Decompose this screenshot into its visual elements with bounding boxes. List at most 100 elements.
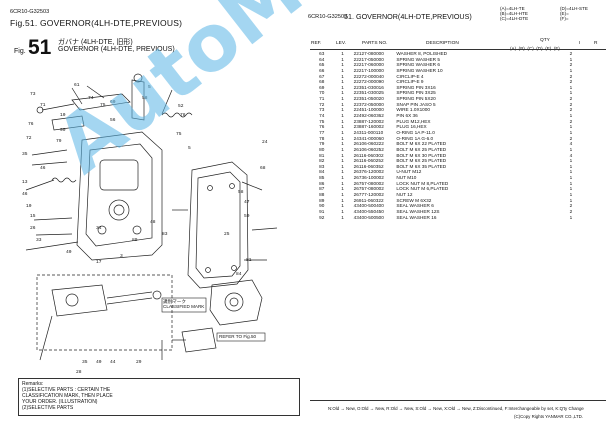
model-code: (E)= bbox=[560, 11, 569, 16]
cell-lev: 1 bbox=[341, 129, 344, 135]
cell-pno: 26106-060252 bbox=[353, 146, 384, 152]
cell-pno: 23887-120002 bbox=[353, 118, 384, 124]
cell-ref: 71 bbox=[319, 96, 325, 102]
callout-label: 15 bbox=[30, 214, 36, 219]
remarks-box: Remarks: (1)SELECTIVE PARTS : CERTAIN TH… bbox=[18, 378, 300, 416]
cell-lev: 1 bbox=[341, 73, 344, 79]
remarks-line: YOUR ORDER. (ILLUSTRATION) bbox=[22, 399, 98, 405]
cell-qty: 2 bbox=[569, 203, 573, 209]
cell-pno: 23887-160002 bbox=[353, 124, 384, 130]
callout-label: 78 bbox=[180, 113, 186, 118]
cell-qty: 2 bbox=[569, 96, 573, 102]
cell-qty: 1 bbox=[569, 175, 573, 181]
cell-desc: O-RING 1A P-11.0 bbox=[396, 129, 435, 135]
callout-label: 10 bbox=[60, 113, 66, 118]
callout-label: 61 bbox=[74, 83, 80, 88]
callout-label: 56 bbox=[110, 118, 116, 123]
cell-desc: SEAL WASHER 16 bbox=[396, 214, 437, 220]
cell-pno: 26736-100002 bbox=[353, 175, 384, 181]
cell-ref: 75 bbox=[319, 118, 325, 124]
col-header-r: R bbox=[594, 41, 598, 46]
cell-pno: 24311-000110 bbox=[353, 129, 384, 135]
cell-lev: 1 bbox=[341, 180, 344, 186]
cell-ref: 86 bbox=[319, 180, 325, 186]
cell-pno: 22272-000040 bbox=[353, 73, 384, 79]
cell-desc: SEAL WASHER 6 bbox=[396, 203, 434, 209]
cell-pno: 26911-060322 bbox=[353, 197, 384, 203]
cell-qty: 1 bbox=[569, 113, 573, 119]
cell-qty: 2 bbox=[569, 208, 573, 214]
table-bottom-divider bbox=[310, 400, 606, 401]
cell-pno: 22451-100000 bbox=[353, 107, 384, 113]
cell-desc: SPRING PIN 3X25 bbox=[396, 90, 436, 96]
cell-lev: 1 bbox=[341, 152, 344, 158]
cell-ref: 69 bbox=[319, 84, 325, 90]
callout-label: 71 bbox=[40, 103, 46, 108]
cell-ref: 80 bbox=[319, 146, 325, 152]
cell-desc: CIRCLIP-E 9 bbox=[396, 79, 424, 85]
copyright: (C)Copy Rights YANMAR CO.,LTD. bbox=[514, 414, 584, 419]
callout-label: 34 bbox=[96, 226, 102, 231]
cell-pno: 26777-120002 bbox=[353, 192, 384, 198]
callout-label: 72 bbox=[26, 136, 32, 141]
callout-label: 5 bbox=[188, 146, 191, 151]
cell-pno: 26116-060302 bbox=[353, 152, 384, 158]
col-header-lev: LEV. bbox=[336, 41, 346, 46]
cell-lev: 1 bbox=[341, 56, 344, 62]
cell-lev: 1 bbox=[341, 146, 344, 152]
cell-lev: 1 bbox=[341, 192, 344, 198]
col-header-description: DESCRIPTION bbox=[426, 41, 459, 46]
callout-label: 60 bbox=[110, 100, 116, 105]
cell-pno: 26106-060222 bbox=[353, 141, 384, 147]
cell-lev: 1 bbox=[341, 67, 344, 73]
cell-qty: 1 bbox=[569, 84, 573, 90]
callout-label: 52 bbox=[178, 104, 184, 109]
cell-remarks bbox=[578, 215, 606, 221]
cell-pno: 22351-030016 bbox=[353, 84, 384, 90]
cell-ref: 83 bbox=[319, 163, 325, 169]
cell-ref: 72 bbox=[319, 101, 325, 107]
cell-qty: 2 bbox=[569, 73, 573, 79]
callout-label: 5 bbox=[148, 85, 151, 90]
cell-lev: 1 bbox=[341, 186, 344, 192]
cell-ref: 67 bbox=[319, 73, 325, 79]
cell-lev: 1 bbox=[341, 169, 344, 175]
page-code-right: 6CR10-G32503 bbox=[308, 14, 348, 20]
cell-pno: 22372-050000 bbox=[353, 101, 384, 107]
cell-qty: 2 bbox=[569, 101, 573, 107]
cell-pno: 26116-060352 bbox=[353, 163, 384, 169]
header-divider bbox=[310, 49, 606, 50]
cell-qty: 2 bbox=[569, 62, 573, 68]
cell-qty: 1 bbox=[569, 186, 573, 192]
cell-lev: 1 bbox=[341, 158, 344, 164]
callout-label: 50 bbox=[244, 214, 250, 219]
callout-label: 28 bbox=[76, 370, 82, 375]
cell-desc: BOLT M 6X 30 PLATED bbox=[396, 152, 447, 158]
cell-ref: 77 bbox=[319, 129, 325, 135]
callout-label: 35 bbox=[22, 152, 28, 157]
remarks-line: (1)SELECTIVE PARTS : CERTAIN THE bbox=[22, 387, 111, 393]
cell-qty: 2 bbox=[569, 107, 573, 113]
cell-lev: 1 bbox=[341, 84, 344, 90]
cell-lev: 1 bbox=[341, 141, 344, 147]
cell-desc: CIRCLIP-E 4 bbox=[396, 73, 424, 79]
cell-desc: SPRING PIN 5X20 bbox=[396, 96, 436, 102]
cell-qty: 2 bbox=[569, 135, 573, 141]
cell-desc: PLUG M12,HEX bbox=[396, 118, 431, 124]
callout-label: 40 bbox=[96, 360, 102, 365]
callout-label: 79 bbox=[56, 139, 62, 144]
cell-desc: SPRING WASHER 5 bbox=[396, 56, 440, 62]
